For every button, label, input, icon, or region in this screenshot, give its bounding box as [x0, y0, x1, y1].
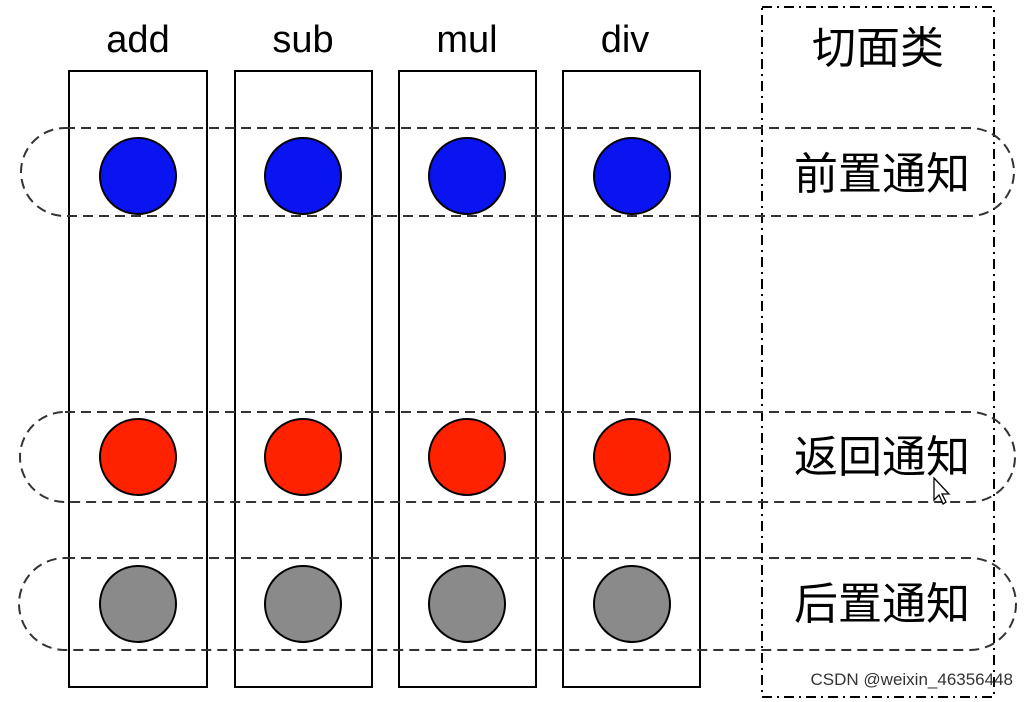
advice-row-outline — [18, 557, 1017, 651]
watermark: CSDN @weixin_46356448 — [811, 670, 1013, 689]
returning-advice-dot-add — [99, 418, 177, 496]
before-advice-label: 前置通知 — [794, 149, 970, 200]
method-column-mul — [398, 70, 537, 688]
mouse-cursor-icon — [933, 476, 951, 505]
before-advice-dot-div — [593, 137, 671, 215]
method-label-add: add — [106, 19, 169, 61]
method-column-add — [68, 70, 208, 688]
after-advice-dot-sub — [264, 565, 342, 643]
after-advice-label: 后置通知 — [794, 579, 970, 630]
method-column-sub — [234, 70, 373, 688]
method-label-mul: mul — [436, 19, 497, 61]
method-column-div — [562, 70, 701, 688]
after-advice-dot-mul — [428, 565, 506, 643]
returning-advice-dot-div — [593, 418, 671, 496]
aspect-class-title: 切面类 — [812, 23, 944, 74]
before-advice-dot-mul — [428, 137, 506, 215]
method-label-sub: sub — [272, 19, 333, 61]
method-label-div: div — [601, 19, 650, 61]
advice-row-after-returning: 返回通知 — [19, 411, 1016, 503]
before-advice-dot-sub — [264, 137, 342, 215]
returning-advice-label: 返回通知 — [794, 432, 970, 483]
advice-row-before: 前置通知 — [20, 127, 1015, 217]
returning-advice-dot-mul — [428, 418, 506, 496]
after-advice-dot-add — [99, 565, 177, 643]
advice-row-outline — [19, 411, 1016, 503]
before-advice-dot-add — [99, 137, 177, 215]
advice-row-outline — [20, 127, 1015, 217]
aspect-class-box — [761, 6, 995, 698]
returning-advice-dot-sub — [264, 418, 342, 496]
advice-row-after: 后置通知 — [18, 557, 1017, 651]
after-advice-dot-div — [593, 565, 671, 643]
